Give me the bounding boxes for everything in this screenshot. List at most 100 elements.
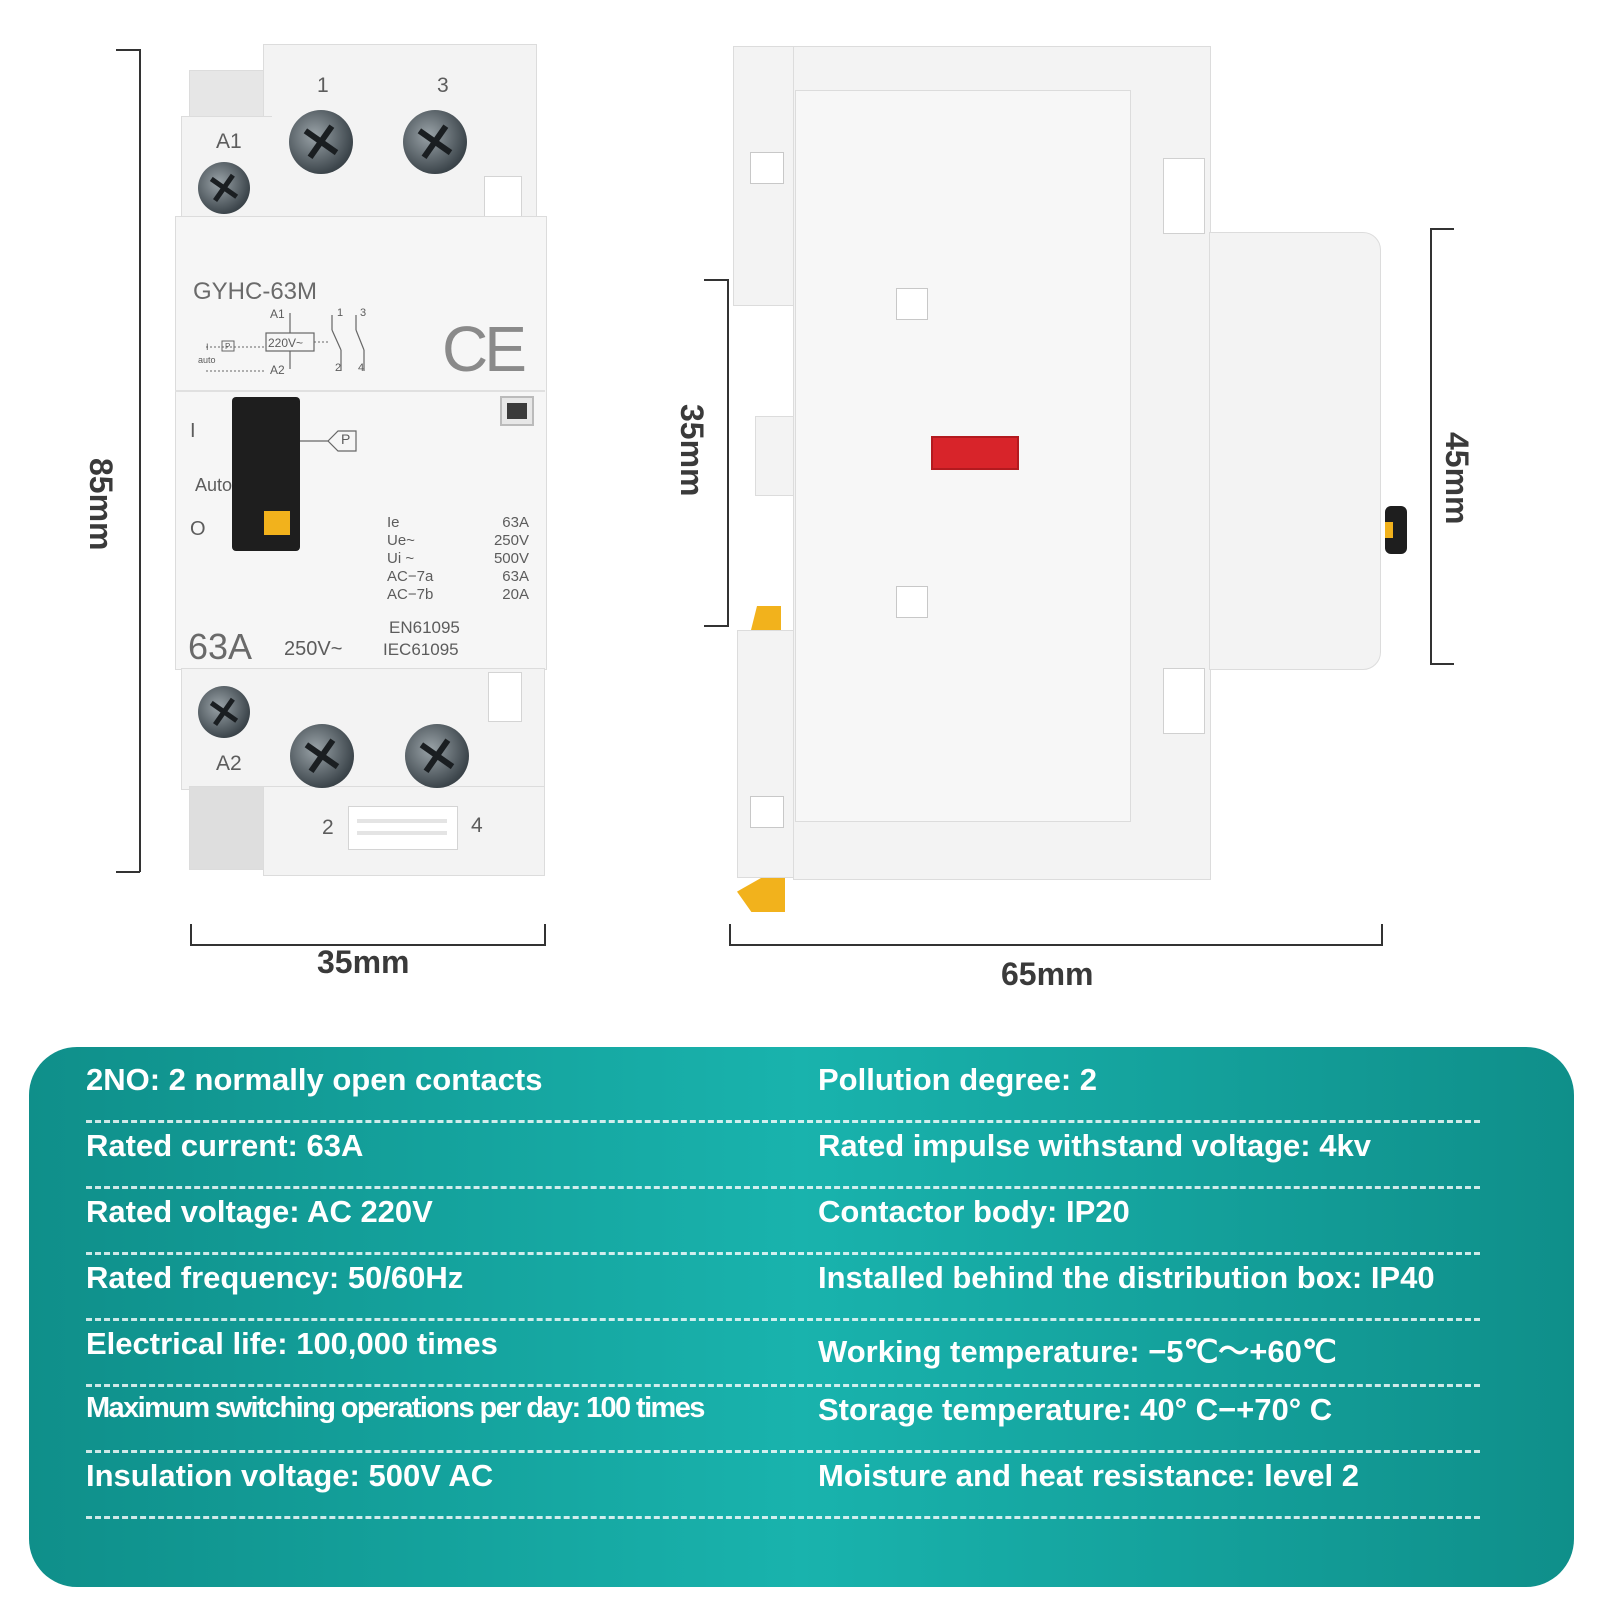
- spec-row: 2NO: 2 normally open contacts Pollution …: [86, 1052, 1480, 1123]
- width-dim-tick-right: [544, 924, 546, 946]
- front-height-dim-tick-top: [1430, 228, 1454, 230]
- spec-right: Storage temperature: 40° C−+70° C: [818, 1392, 1333, 1427]
- manual-switch-lever[interactable]: [232, 397, 300, 551]
- front-height-dim-tick-bottom: [1430, 663, 1454, 665]
- voltage-rating-label: 250V~: [284, 638, 343, 660]
- rail-dim-line: [727, 279, 729, 627]
- din-clip-slot: [348, 806, 458, 850]
- switch-p-label: P: [341, 431, 351, 447]
- terminal-4-screw-icon: [405, 724, 469, 788]
- ce-mark: CE: [442, 313, 527, 385]
- depth-dim-tick-left: [729, 924, 731, 946]
- top-left-step: [189, 70, 265, 122]
- height-dim-line: [139, 49, 141, 872]
- side-right-top-slot: [1163, 158, 1205, 234]
- front-height-dim-line: [1430, 228, 1432, 665]
- rating-row: AC−7b 20A: [387, 586, 529, 604]
- spec-row: Insulation voltage: 500V AC Moisture and…: [86, 1448, 1480, 1519]
- side-top-slot: [896, 288, 928, 320]
- width-dim-tick-left: [190, 924, 192, 946]
- switch-o-label: O: [190, 518, 206, 540]
- depth-dim-label: 65mm: [1001, 956, 1094, 992]
- diagram-a1-label: A1: [270, 307, 285, 321]
- front-divider: [175, 390, 545, 392]
- spec-row: Rated frequency: 50/60Hz Installed behin…: [86, 1250, 1480, 1321]
- indicator-window: [500, 396, 534, 426]
- rail-dim-label: 35mm: [674, 404, 710, 497]
- rating-label: Ue~: [387, 532, 415, 549]
- current-rating-label: 63A: [188, 626, 253, 667]
- spec-right: Rated impulse withstand voltage: 4kv: [818, 1128, 1371, 1163]
- standard-en-label: EN61095: [389, 618, 460, 637]
- switch-i-label: I: [190, 420, 196, 442]
- terminal-1-screw-icon: [289, 110, 353, 174]
- side-right-bottom-slot: [1163, 668, 1205, 734]
- rear-top-slot: [750, 152, 784, 184]
- ratings-table: Ie 63A Ue~ 250V Ui ~ 500V AC−7a 63A AC−7…: [387, 514, 529, 604]
- terminal-1-label: 1: [317, 74, 329, 97]
- spec-left: Rated current: 63A: [86, 1128, 364, 1163]
- rail-dim-tick-bottom: [704, 625, 728, 627]
- diagram-a2-label: A2: [270, 363, 285, 377]
- terminal-4-label: 4: [471, 814, 483, 837]
- terminal-a1-label: A1: [216, 130, 242, 153]
- rating-label: Ie: [387, 514, 400, 531]
- rating-row: Ue~ 250V: [387, 532, 529, 550]
- spec-row: Maximum switching operations per day: 10…: [86, 1382, 1480, 1453]
- terminal-3-screw-icon: [403, 110, 467, 174]
- spec-left: Rated frequency: 50/60Hz: [86, 1260, 464, 1295]
- spec-left: Maximum switching operations per day: 10…: [86, 1392, 705, 1424]
- rating-row: Ui ~ 500V: [387, 550, 529, 568]
- diagram-c2-label: 2: [335, 362, 342, 374]
- diagram-c3-label: 3: [360, 307, 367, 319]
- terminal-a1-screw-icon: [198, 162, 250, 214]
- rating-row: Ie 63A: [387, 514, 529, 532]
- rear-bottom-slot: [750, 796, 784, 828]
- rating-label: AC−7b: [387, 586, 434, 603]
- rear-rail-hook: [755, 416, 797, 496]
- spec-panel: [29, 1047, 1574, 1587]
- spec-left: Insulation voltage: 500V AC: [86, 1458, 494, 1493]
- rating-label: Ui ~: [387, 550, 415, 567]
- diagram-voltage-label: 220V~: [268, 336, 304, 350]
- height-dim-label: 85mm: [83, 458, 119, 551]
- rating-label: AC−7a: [387, 568, 434, 585]
- rating-value: 63A: [502, 514, 529, 531]
- spec-right: Contactor body: IP20: [818, 1194, 1130, 1229]
- switch-p-pointer: [300, 430, 357, 452]
- din-latch-top-icon: [751, 606, 781, 630]
- spec-right: Installed behind the distribution box: I…: [818, 1260, 1435, 1295]
- rating-value: 20A: [502, 586, 529, 603]
- height-dim-tick-bottom: [116, 871, 140, 873]
- standard-iec-label: IEC61095: [383, 640, 459, 659]
- bottom-slot: [488, 672, 522, 722]
- terminal-a2-screw-icon: [198, 686, 250, 738]
- spec-right: Pollution degree: 2: [818, 1062, 1098, 1097]
- terminal-2-label: 2: [322, 816, 334, 839]
- rear-bottom-section: [737, 630, 795, 878]
- bottom-left-step: [189, 786, 265, 870]
- top-slot: [484, 176, 522, 218]
- spec-left: Rated voltage: AC 220V: [86, 1194, 433, 1229]
- rail-dim-tick-top: [704, 279, 728, 281]
- spec-row: Electrical life: 100,000 times Working t…: [86, 1316, 1480, 1387]
- width-dim-line: [190, 944, 546, 946]
- spec-row: Rated voltage: AC 220V Contactor body: I…: [86, 1184, 1480, 1255]
- diagram-c1-label: 1: [337, 307, 344, 319]
- diagram-p-label: P: [225, 342, 231, 351]
- din-latch-bottom-icon: [737, 878, 785, 912]
- front-height-dim-label: 45mm: [1439, 432, 1475, 525]
- spec-right: Moisture and heat resistance: level 2: [818, 1458, 1359, 1493]
- switch-yellow-indicator: [264, 511, 290, 535]
- switch-auto-label: Auto: [195, 475, 233, 495]
- spec-right: Working temperature: −5℃～+60℃: [818, 1334, 1337, 1369]
- depth-dim-tick-right: [1381, 924, 1383, 946]
- height-dim-tick-top: [116, 49, 140, 51]
- diagram-c4-label: 4: [358, 362, 365, 374]
- diagram-i-label: I: [206, 342, 209, 352]
- red-status-indicator: [931, 436, 1019, 470]
- rating-row: AC−7a 63A: [387, 568, 529, 586]
- diagram-auto-label: auto: [198, 355, 216, 365]
- wiring-diagram: [206, 313, 365, 372]
- side-front-protrusion: [1209, 232, 1381, 670]
